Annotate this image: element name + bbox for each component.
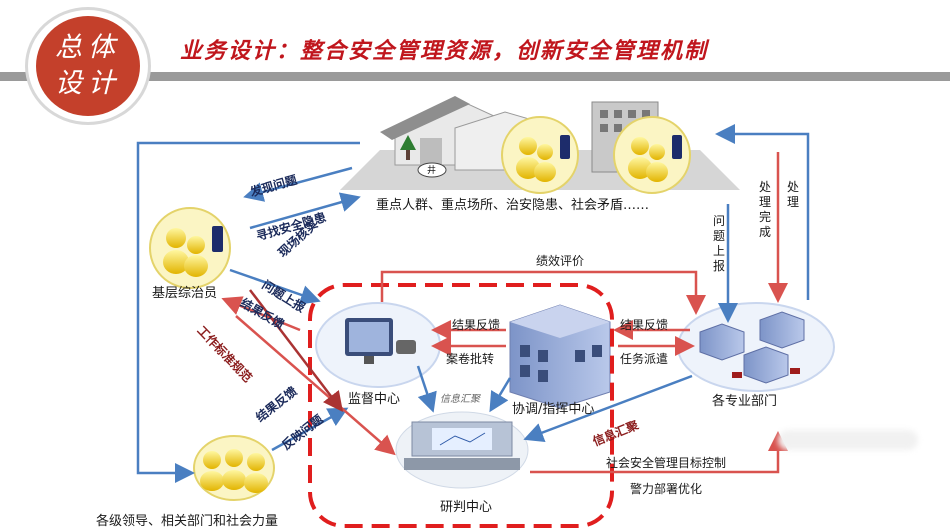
label-task-dispatch: 任务派遣 (620, 352, 669, 366)
label-supervision: 监督中心 (348, 392, 401, 407)
page-title: 业务设计：整合安全管理资源，创新安全管理机制 (180, 38, 709, 64)
red-arrows (221, 152, 788, 474)
title-badge-inner: 总体 设计 (36, 16, 140, 116)
label-result-feedback-4: 结果反馈 (620, 318, 669, 332)
control-room-icon (395, 411, 529, 489)
people-icon-leaders (193, 435, 275, 501)
label-leaders: 各级领导、相关部门和社会力量 (96, 514, 279, 529)
people-icon-top-1 (501, 116, 579, 194)
label-grassroots: 基层综治员 (152, 286, 218, 301)
badge-line-1: 总体 (55, 32, 121, 63)
label-problem-report-vertical: 问题上报 (712, 214, 725, 273)
people-icon-grassroots (149, 207, 231, 289)
building-icon (509, 304, 611, 409)
label-coordination: 协调/指挥中心 (512, 402, 595, 417)
people-icon-top-2 (613, 116, 691, 194)
badge-line-2: 设计 (55, 68, 121, 99)
label-done: 处理完成 (758, 180, 771, 239)
network-icon-departments (677, 302, 835, 392)
title-badge: 总体 设计 (28, 10, 148, 122)
label-departments: 各专业部门 (712, 394, 778, 409)
label-performance: 绩效评价 (536, 254, 585, 268)
blue-arrows (136, 124, 810, 483)
label-police-optimize: 警力部署优化 (630, 482, 703, 496)
monitor-icon (315, 302, 441, 388)
label-handle: 处理 (786, 180, 799, 209)
label-result-feedback-3: 结果反馈 (452, 318, 501, 332)
label-case-approval: 案卷批转 (446, 352, 495, 366)
label-top-scene: 重点人群、重点场所、治安隐患、社会矛盾…… (376, 198, 650, 213)
label-info-gather-1: 信息汇聚 (440, 394, 480, 405)
label-social-control: 社会安全管理目标控制 (606, 456, 727, 470)
core-boundary (308, 283, 614, 528)
label-research: 研判中心 (440, 500, 493, 515)
header-bar (0, 72, 950, 81)
label-well: 井 (427, 166, 437, 176)
blurred-watermark (778, 430, 918, 450)
